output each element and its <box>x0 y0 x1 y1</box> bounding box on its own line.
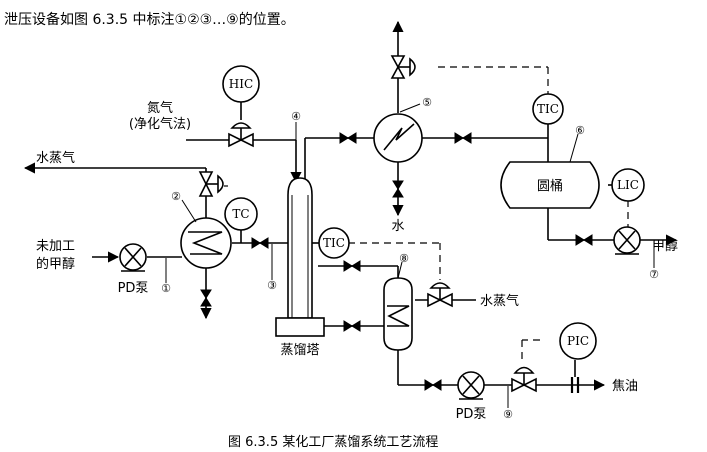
marker-leaders <box>165 103 655 408</box>
marker-1: ① <box>161 282 171 295</box>
reflux-drum <box>500 161 600 209</box>
steam-reboiler-label: 水蒸气 <box>480 293 519 309</box>
nitrogen-label: 氮气 <box>147 100 173 116</box>
marker-4: ④ <box>291 110 301 123</box>
figure-caption: 图 6.3.5 某化工厂蒸馏系统工艺流程 <box>228 435 438 450</box>
condenser <box>373 113 423 163</box>
pd-pump-bottom <box>457 371 485 400</box>
column-label: 蒸馏塔 <box>280 343 319 358</box>
drum-label: 圆桶 <box>537 179 563 194</box>
pd-pump-feed <box>119 243 147 272</box>
tic-top-label: TIC <box>537 102 559 116</box>
pump-feed-label: PD泵 <box>118 281 149 296</box>
lic-label: LIC <box>617 178 639 192</box>
water-label: 水 <box>391 219 404 234</box>
nitrogen-note: (净化气法) <box>129 116 191 132</box>
signal-lines <box>224 66 629 362</box>
stream-labels: 氮气 (净化气法) 水蒸气 未加工 的甲醇 PD泵 水 圆桶 甲醇 水蒸气 蒸馏… <box>36 100 678 422</box>
marker-3: ③ <box>267 279 277 292</box>
marker-9: ⑨ <box>503 408 513 421</box>
marker-6: ⑥ <box>575 124 585 137</box>
feed-heat-exchanger <box>180 217 232 269</box>
pic-label: PIC <box>567 334 589 348</box>
methanol-out-label: 甲醇 <box>652 238 678 254</box>
location-markers: ① ② ③ ④ ⑤ ⑥ ⑦ ⑧ ⑨ <box>161 96 659 421</box>
marker-8: ⑧ <box>399 252 409 265</box>
hic-label: HIC <box>229 77 253 91</box>
feed-label-line2: 的甲醇 <box>36 256 75 272</box>
lic-instrument: LIC <box>608 168 645 202</box>
feed-label-line1: 未加工 <box>36 239 75 254</box>
tar-label: 焦油 <box>612 379 638 394</box>
tic-column-label: TIC <box>323 236 345 250</box>
hic-instrument: HIC <box>222 65 260 120</box>
marker-2: ② <box>171 190 181 203</box>
tc-label: TC <box>232 207 249 221</box>
methanol-pump <box>613 226 641 255</box>
distillation-column <box>275 177 325 337</box>
valves <box>198 55 593 393</box>
tic-top-instrument: TIC <box>532 93 564 138</box>
marker-7: ⑦ <box>649 268 659 281</box>
marker-5: ⑤ <box>422 96 432 109</box>
tc-instrument: TC <box>224 197 258 243</box>
tic-column-instrument: TIC <box>312 227 350 259</box>
pump-bottom-label: PD泵 <box>456 407 487 422</box>
pic-instrument: PIC <box>559 322 597 377</box>
steam-top-label: 水蒸气 <box>36 150 75 166</box>
reboiler <box>383 277 413 351</box>
header-text: 泄压设备如图 6.3.5 中标注①②③…⑨的位置。 <box>4 11 295 28</box>
